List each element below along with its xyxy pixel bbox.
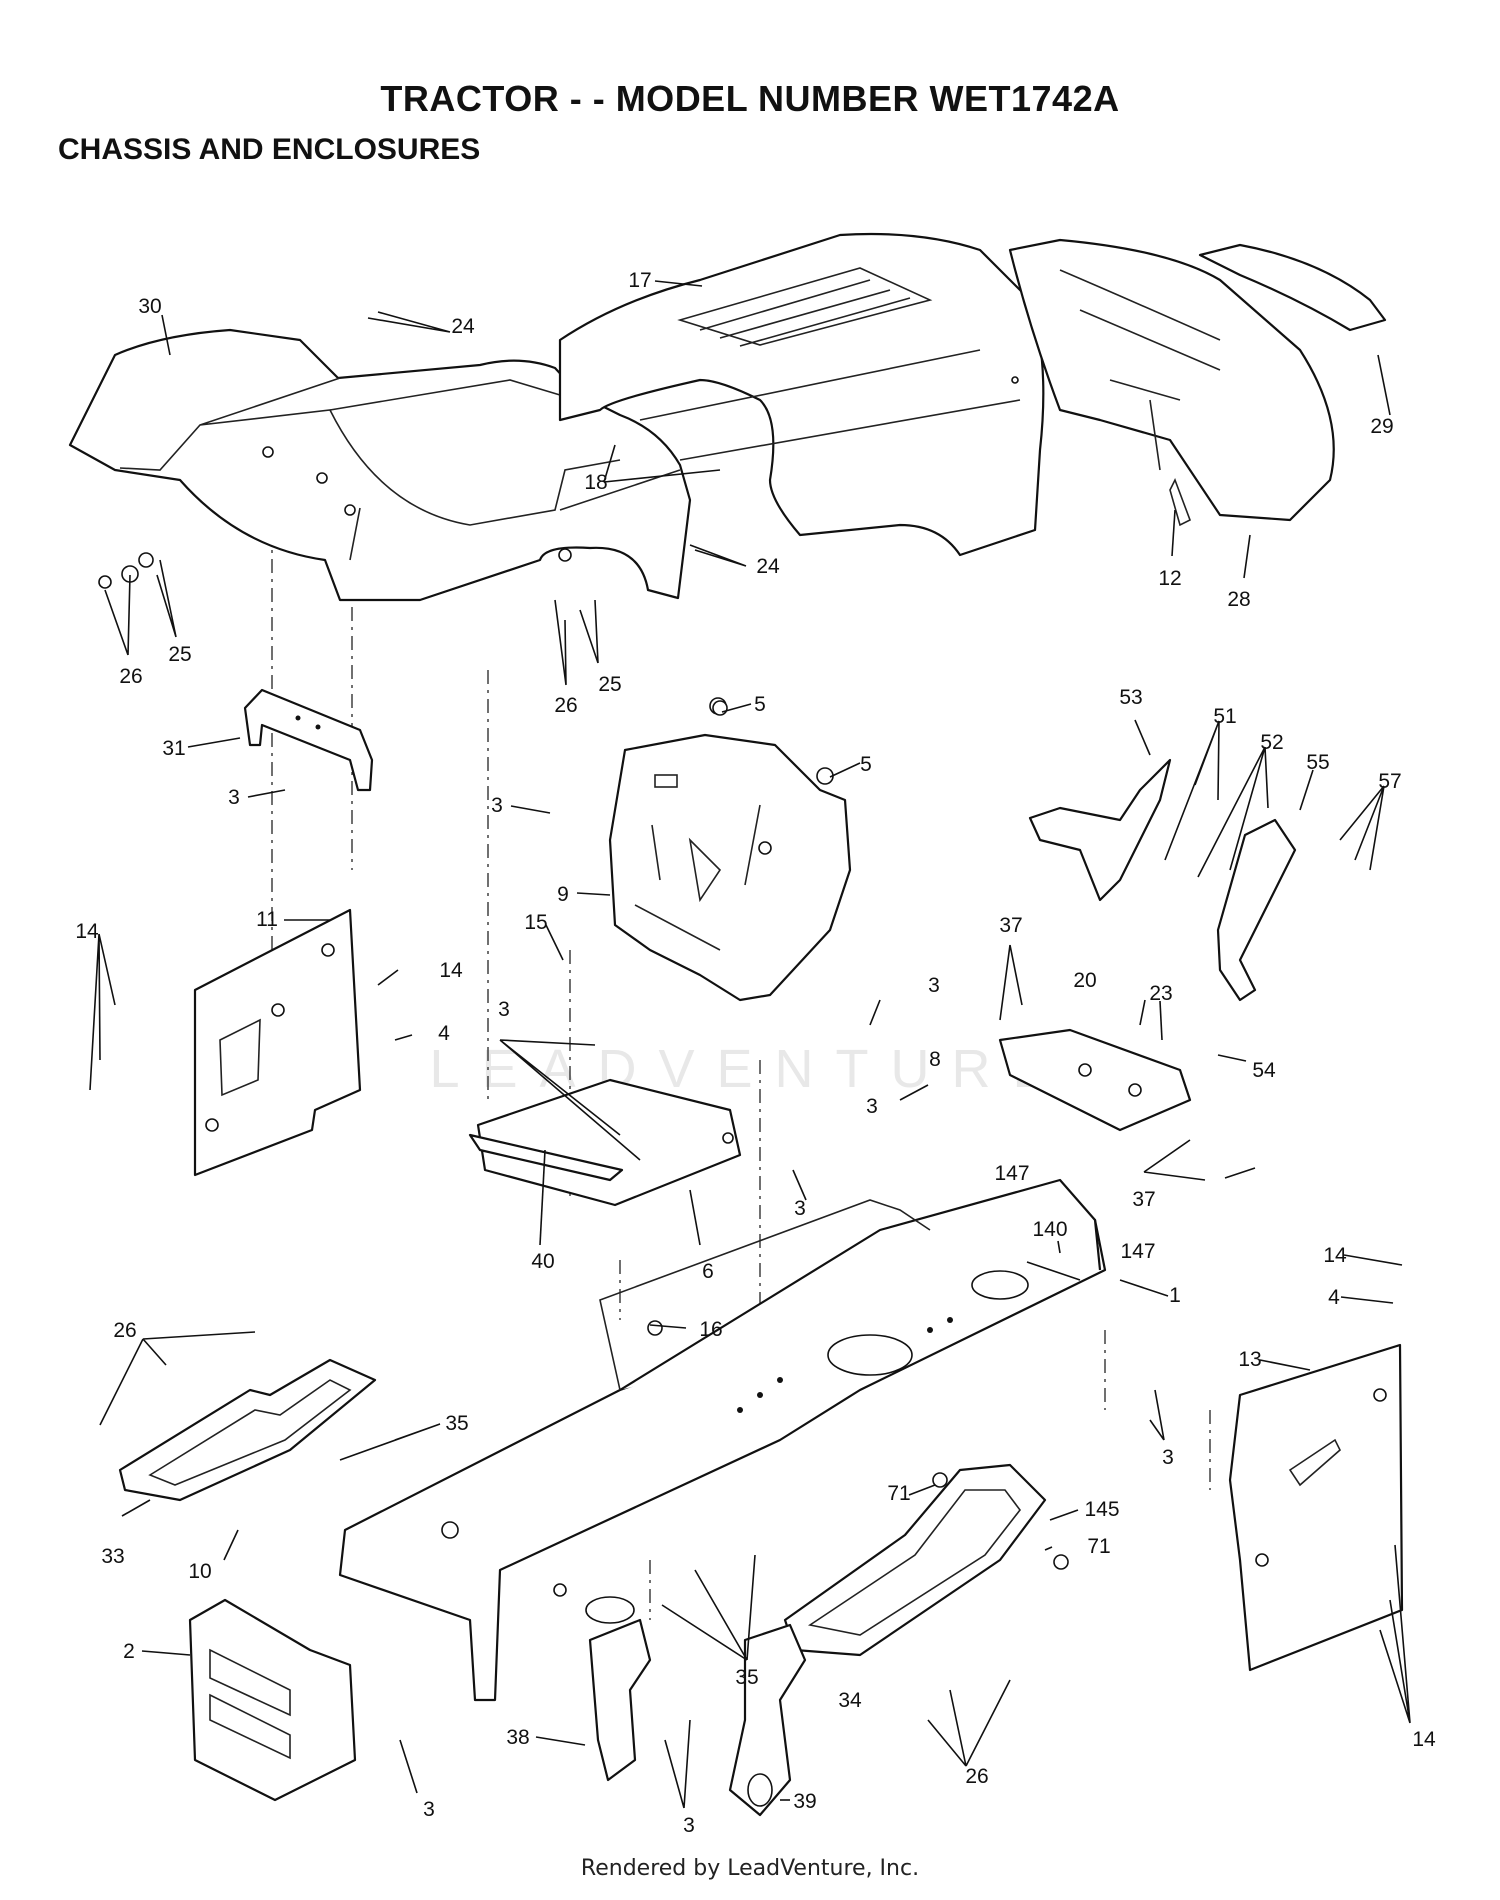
callout-3: 3 (1162, 1446, 1174, 1469)
part-bracket-31 (243, 688, 374, 792)
callout-3: 3 (794, 1197, 806, 1220)
callout-26: 26 (554, 694, 577, 717)
callout-1: 1 (1169, 1284, 1181, 1307)
callout-25: 25 (598, 673, 621, 696)
callout-14: 14 (1323, 1244, 1347, 1267)
callout-18: 18 (584, 471, 607, 494)
callout-33: 33 (101, 1545, 124, 1568)
callout-3: 3 (683, 1814, 695, 1837)
callout-10: 10 (188, 1560, 211, 1583)
part-floor-plate (468, 1078, 742, 1207)
callout-37: 37 (1132, 1188, 1155, 1211)
callout-5: 5 (754, 693, 766, 716)
callout-3: 3 (228, 786, 240, 809)
part-hood (558, 232, 1045, 557)
callout-71: 71 (887, 1482, 910, 1505)
callout-11: 11 (256, 908, 278, 931)
callout-24: 24 (451, 315, 475, 338)
callout-53: 53 (1119, 686, 1142, 709)
alignment-lines (271, 520, 1211, 1620)
part-dash-panel (608, 697, 852, 1002)
callout-5: 5 (860, 753, 872, 776)
callout-12: 12 (1158, 567, 1181, 590)
callout-40: 40 (531, 1250, 554, 1273)
callout-3: 3 (491, 794, 503, 817)
callout-57: 57 (1378, 770, 1401, 793)
part-main-frame (338, 1178, 1107, 1702)
callout-25: 25 (168, 643, 191, 666)
callout-8: 8 (929, 1048, 941, 1071)
callout-28: 28 (1227, 588, 1250, 611)
callout-14: 14 (439, 959, 463, 982)
callout-4: 4 (1328, 1286, 1340, 1309)
callout-34: 34 (838, 1689, 862, 1712)
callout-3: 3 (866, 1095, 878, 1118)
callout-3: 3 (498, 998, 510, 1021)
part-side-panel-left (193, 908, 362, 1177)
callout-38: 38 (506, 1726, 529, 1749)
callout-71: 71 (1087, 1535, 1110, 1558)
part-bracket-55 (1216, 818, 1297, 1002)
callout-147: 147 (1120, 1240, 1155, 1263)
callout-labels: 30 24 17 18 29 12 28 24 26 25 26 25 5 5 … (75, 269, 1436, 1837)
callout-3: 3 (928, 974, 940, 997)
part-front-plate (188, 1598, 357, 1802)
callout-51: 51 (1213, 705, 1236, 728)
callout-14: 14 (1412, 1728, 1436, 1751)
page-title: TRACTOR - - MODEL NUMBER WET1742A (380, 78, 1120, 119)
section-subtitle: CHASSIS AND ENCLOSURES (58, 133, 481, 166)
part-fender (68, 328, 692, 602)
callout-35: 35 (735, 1666, 758, 1689)
part-footrest-right (783, 1463, 1047, 1657)
callout-31: 31 (162, 737, 185, 760)
callout-6: 6 (702, 1260, 714, 1283)
part-side-panel-right (1228, 1343, 1404, 1672)
part-bracket-38 (588, 1618, 652, 1782)
part-bracket-53 (1028, 758, 1172, 902)
callout-30: 30 (138, 295, 161, 318)
callout-29: 29 (1370, 415, 1393, 438)
callout-39: 39 (793, 1790, 816, 1813)
callout-23: 23 (1149, 982, 1172, 1005)
callout-4: 4 (438, 1022, 450, 1045)
callout-52: 52 (1260, 731, 1283, 754)
callout-20: 20 (1073, 969, 1096, 992)
callout-15: 15 (524, 911, 547, 934)
callout-26: 26 (119, 665, 142, 688)
callout-9: 9 (557, 883, 569, 906)
part-footrest-left (118, 1358, 377, 1502)
callout-147: 147 (994, 1162, 1029, 1185)
callout-13: 13 (1238, 1348, 1261, 1371)
callout-54: 54 (1252, 1059, 1276, 1082)
callout-145: 145 (1084, 1498, 1119, 1521)
callout-2: 2 (123, 1640, 135, 1663)
callout-55: 55 (1306, 751, 1329, 774)
callout-26: 26 (113, 1319, 136, 1342)
callout-14: 14 (75, 920, 99, 943)
callout-37: 37 (999, 914, 1022, 937)
callout-24: 24 (756, 555, 780, 578)
callout-16: 16 (699, 1318, 722, 1341)
fasteners (98, 376, 1069, 1570)
part-grille-housing (1008, 238, 1387, 527)
callout-26: 26 (965, 1765, 988, 1788)
part-bracket-39 (728, 1623, 807, 1817)
callout-3: 3 (423, 1798, 435, 1821)
callout-140: 140 (1032, 1218, 1067, 1241)
part-bracket-20 (998, 1028, 1192, 1132)
callout-17: 17 (628, 269, 651, 292)
leader-lines (89, 280, 1411, 1809)
rendered-by-footer: Rendered by LeadVenture, Inc. (580, 1856, 920, 1881)
callout-35: 35 (445, 1412, 468, 1435)
